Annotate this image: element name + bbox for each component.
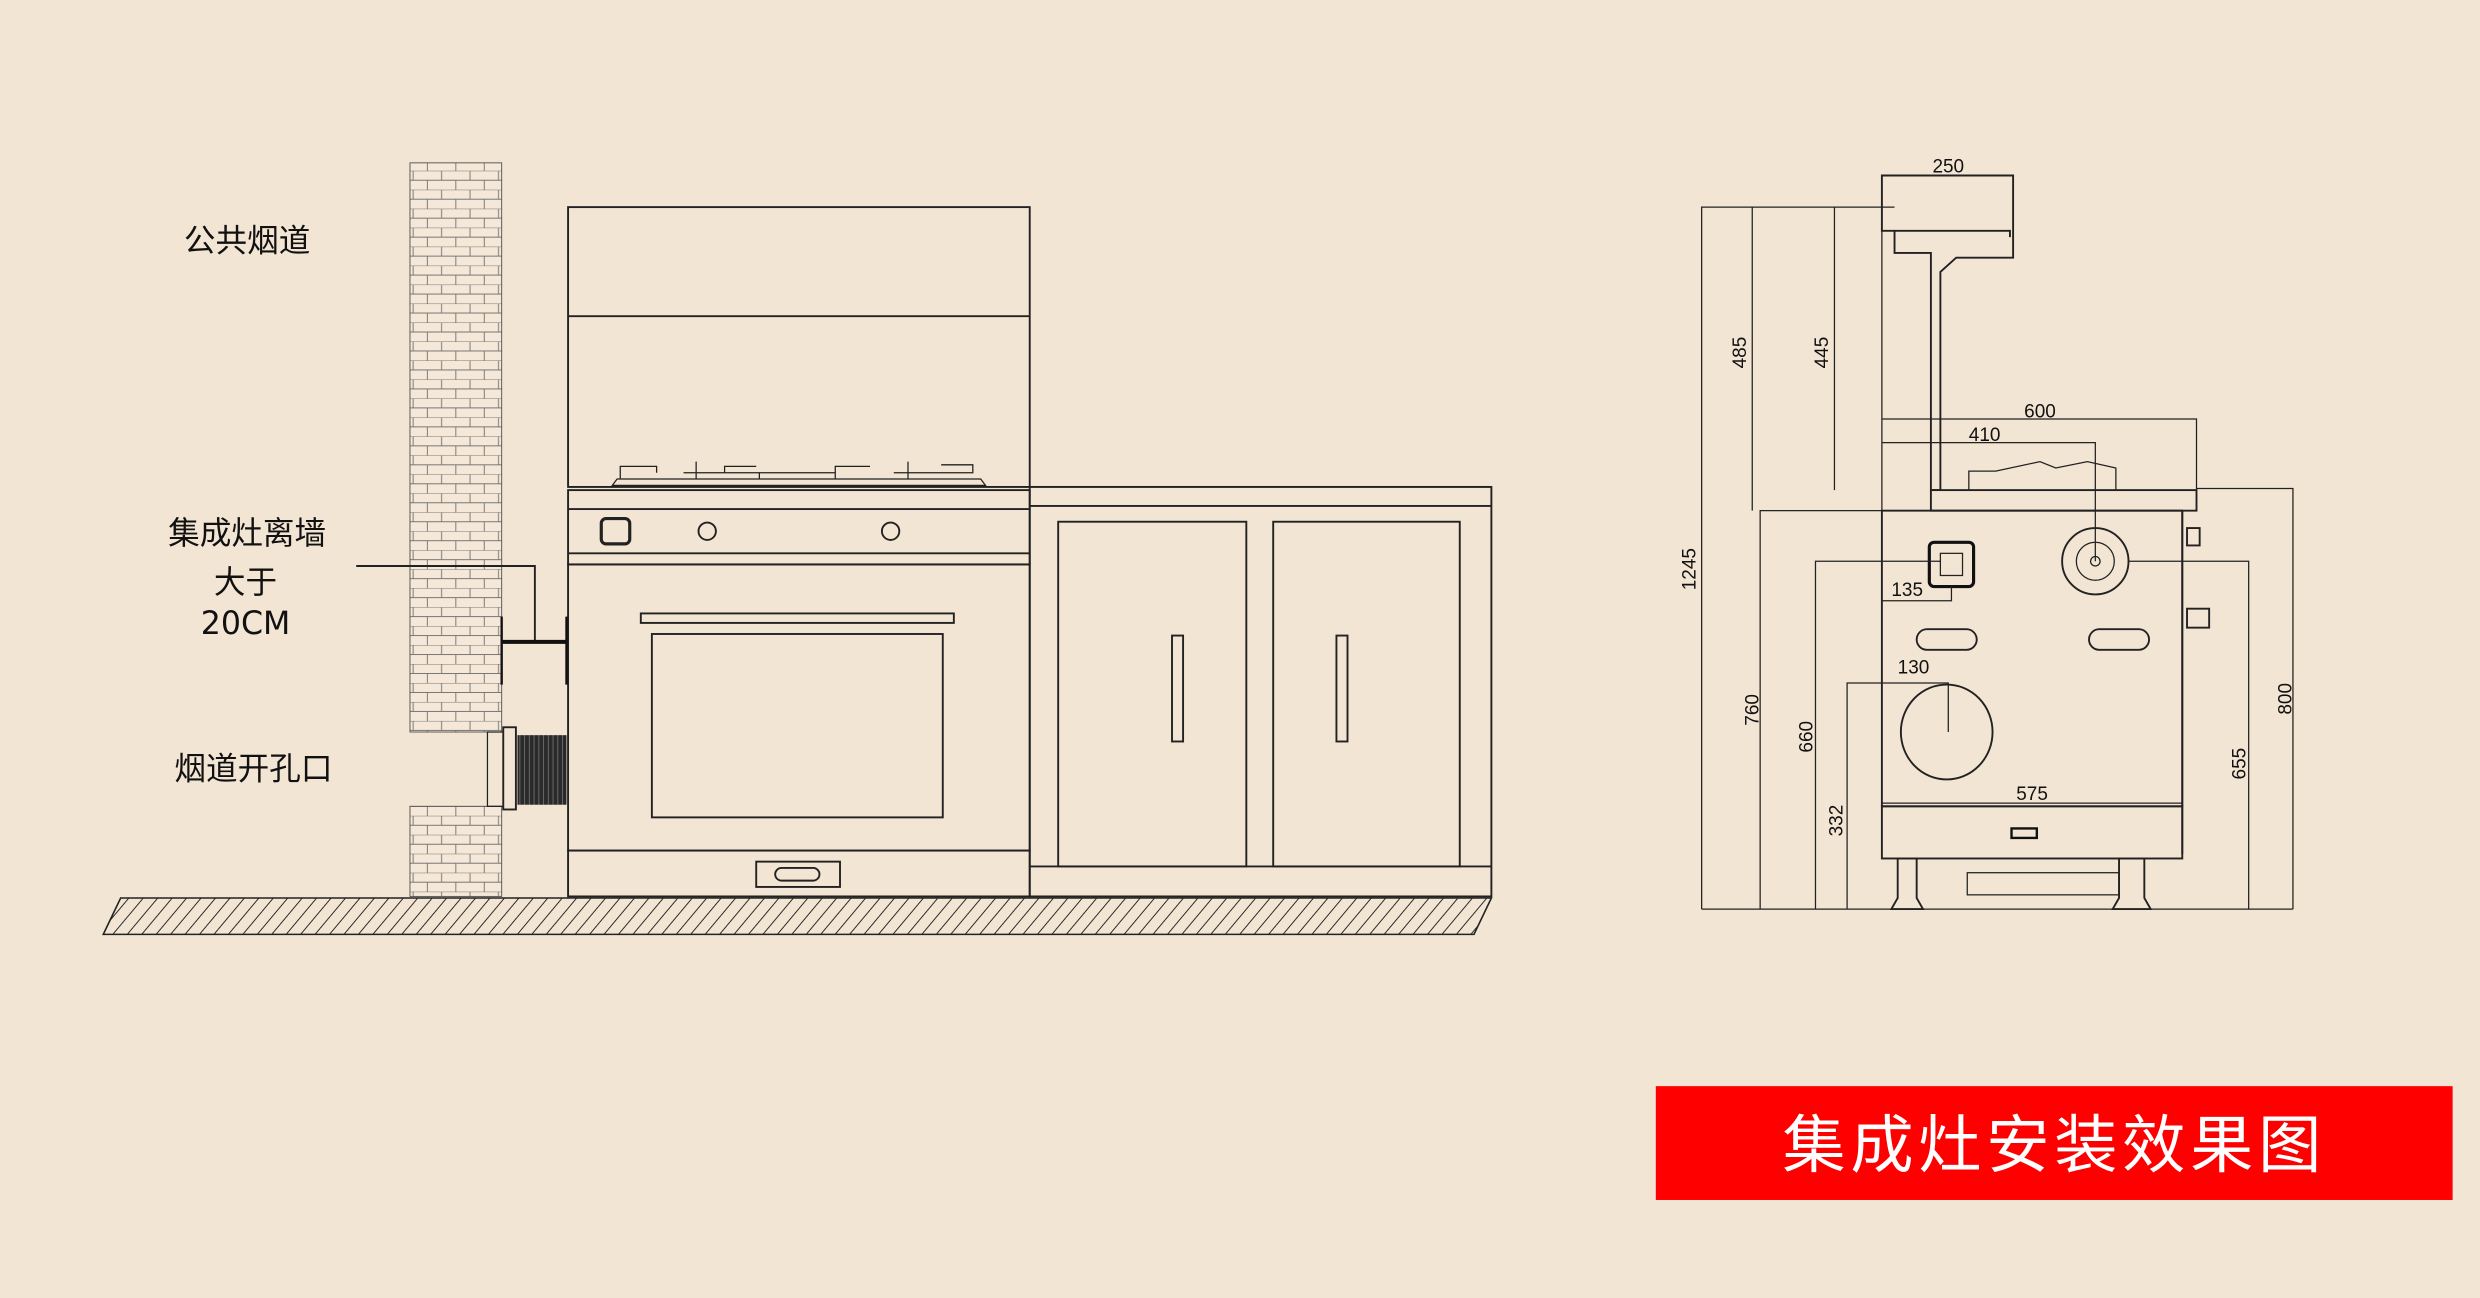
oven-window xyxy=(650,633,944,819)
cabinet-door-left xyxy=(1057,520,1248,868)
dim-445: 445 xyxy=(1812,337,1833,369)
dim-760: 760 xyxy=(1743,694,1764,726)
gas-outlet xyxy=(1927,540,1976,589)
dim-600: 600 xyxy=(2024,401,2056,422)
flue-pipe xyxy=(517,735,567,805)
dim-1245: 1245 xyxy=(1679,548,1700,590)
flue-pipe-flange xyxy=(502,726,517,811)
power-button xyxy=(599,516,632,546)
door-handle-left xyxy=(1171,634,1185,743)
label-distance-line2: 大于 xyxy=(214,565,277,601)
left-installation-view: 公共烟道 集成灶离墙 大于 20CM 烟道开孔口 xyxy=(102,162,1493,936)
banner-title: 集成灶安装效果图 xyxy=(1782,1108,2326,1182)
label-flue-opening: 烟道开孔口 xyxy=(174,751,332,787)
oven xyxy=(567,563,1031,852)
cabinet xyxy=(1028,485,1493,898)
knob-right xyxy=(880,521,901,541)
dim-655: 655 xyxy=(2230,748,2251,780)
side-dimension-view: 250 600 410 135 130 575 1245 485 445 760… xyxy=(1679,156,2296,911)
flue-outlet xyxy=(1899,683,1994,781)
range-hood xyxy=(567,206,1031,488)
floor-hatch xyxy=(102,897,1493,936)
label-distance-line3: 20CM xyxy=(201,606,291,642)
bottom-drawer xyxy=(567,849,1031,898)
side-burner xyxy=(1968,460,2117,491)
title-banner: 集成灶安装效果图 xyxy=(1655,1086,2453,1200)
knob-left xyxy=(697,521,717,541)
distance-marker xyxy=(356,565,568,685)
oven-handle xyxy=(639,612,955,624)
cooktop-burners xyxy=(611,461,987,486)
dim-332: 332 xyxy=(1826,805,1847,837)
brick-wall-upper xyxy=(409,162,503,733)
dim-250: 250 xyxy=(1932,156,1964,177)
door-handle-right xyxy=(1335,634,1349,743)
side-countertop xyxy=(1929,489,2198,512)
cabinet-door-right xyxy=(1272,520,1461,868)
dim-135: 135 xyxy=(1891,580,1923,601)
dim-575: 575 xyxy=(2016,784,2048,805)
dim-485: 485 xyxy=(1730,337,1751,369)
dim-660: 660 xyxy=(1796,721,1817,753)
brick-wall-lower xyxy=(409,805,503,897)
dim-410: 410 xyxy=(1969,425,2001,446)
dim-800: 800 xyxy=(2275,683,2296,715)
dim-130: 130 xyxy=(1898,658,1930,679)
label-public-flue: 公共烟道 xyxy=(184,223,310,259)
dimension-lines xyxy=(1701,174,2294,910)
flue-opening xyxy=(486,731,504,807)
label-distance-line1: 集成灶离墙 xyxy=(168,516,326,552)
drawer-handle xyxy=(755,860,841,888)
